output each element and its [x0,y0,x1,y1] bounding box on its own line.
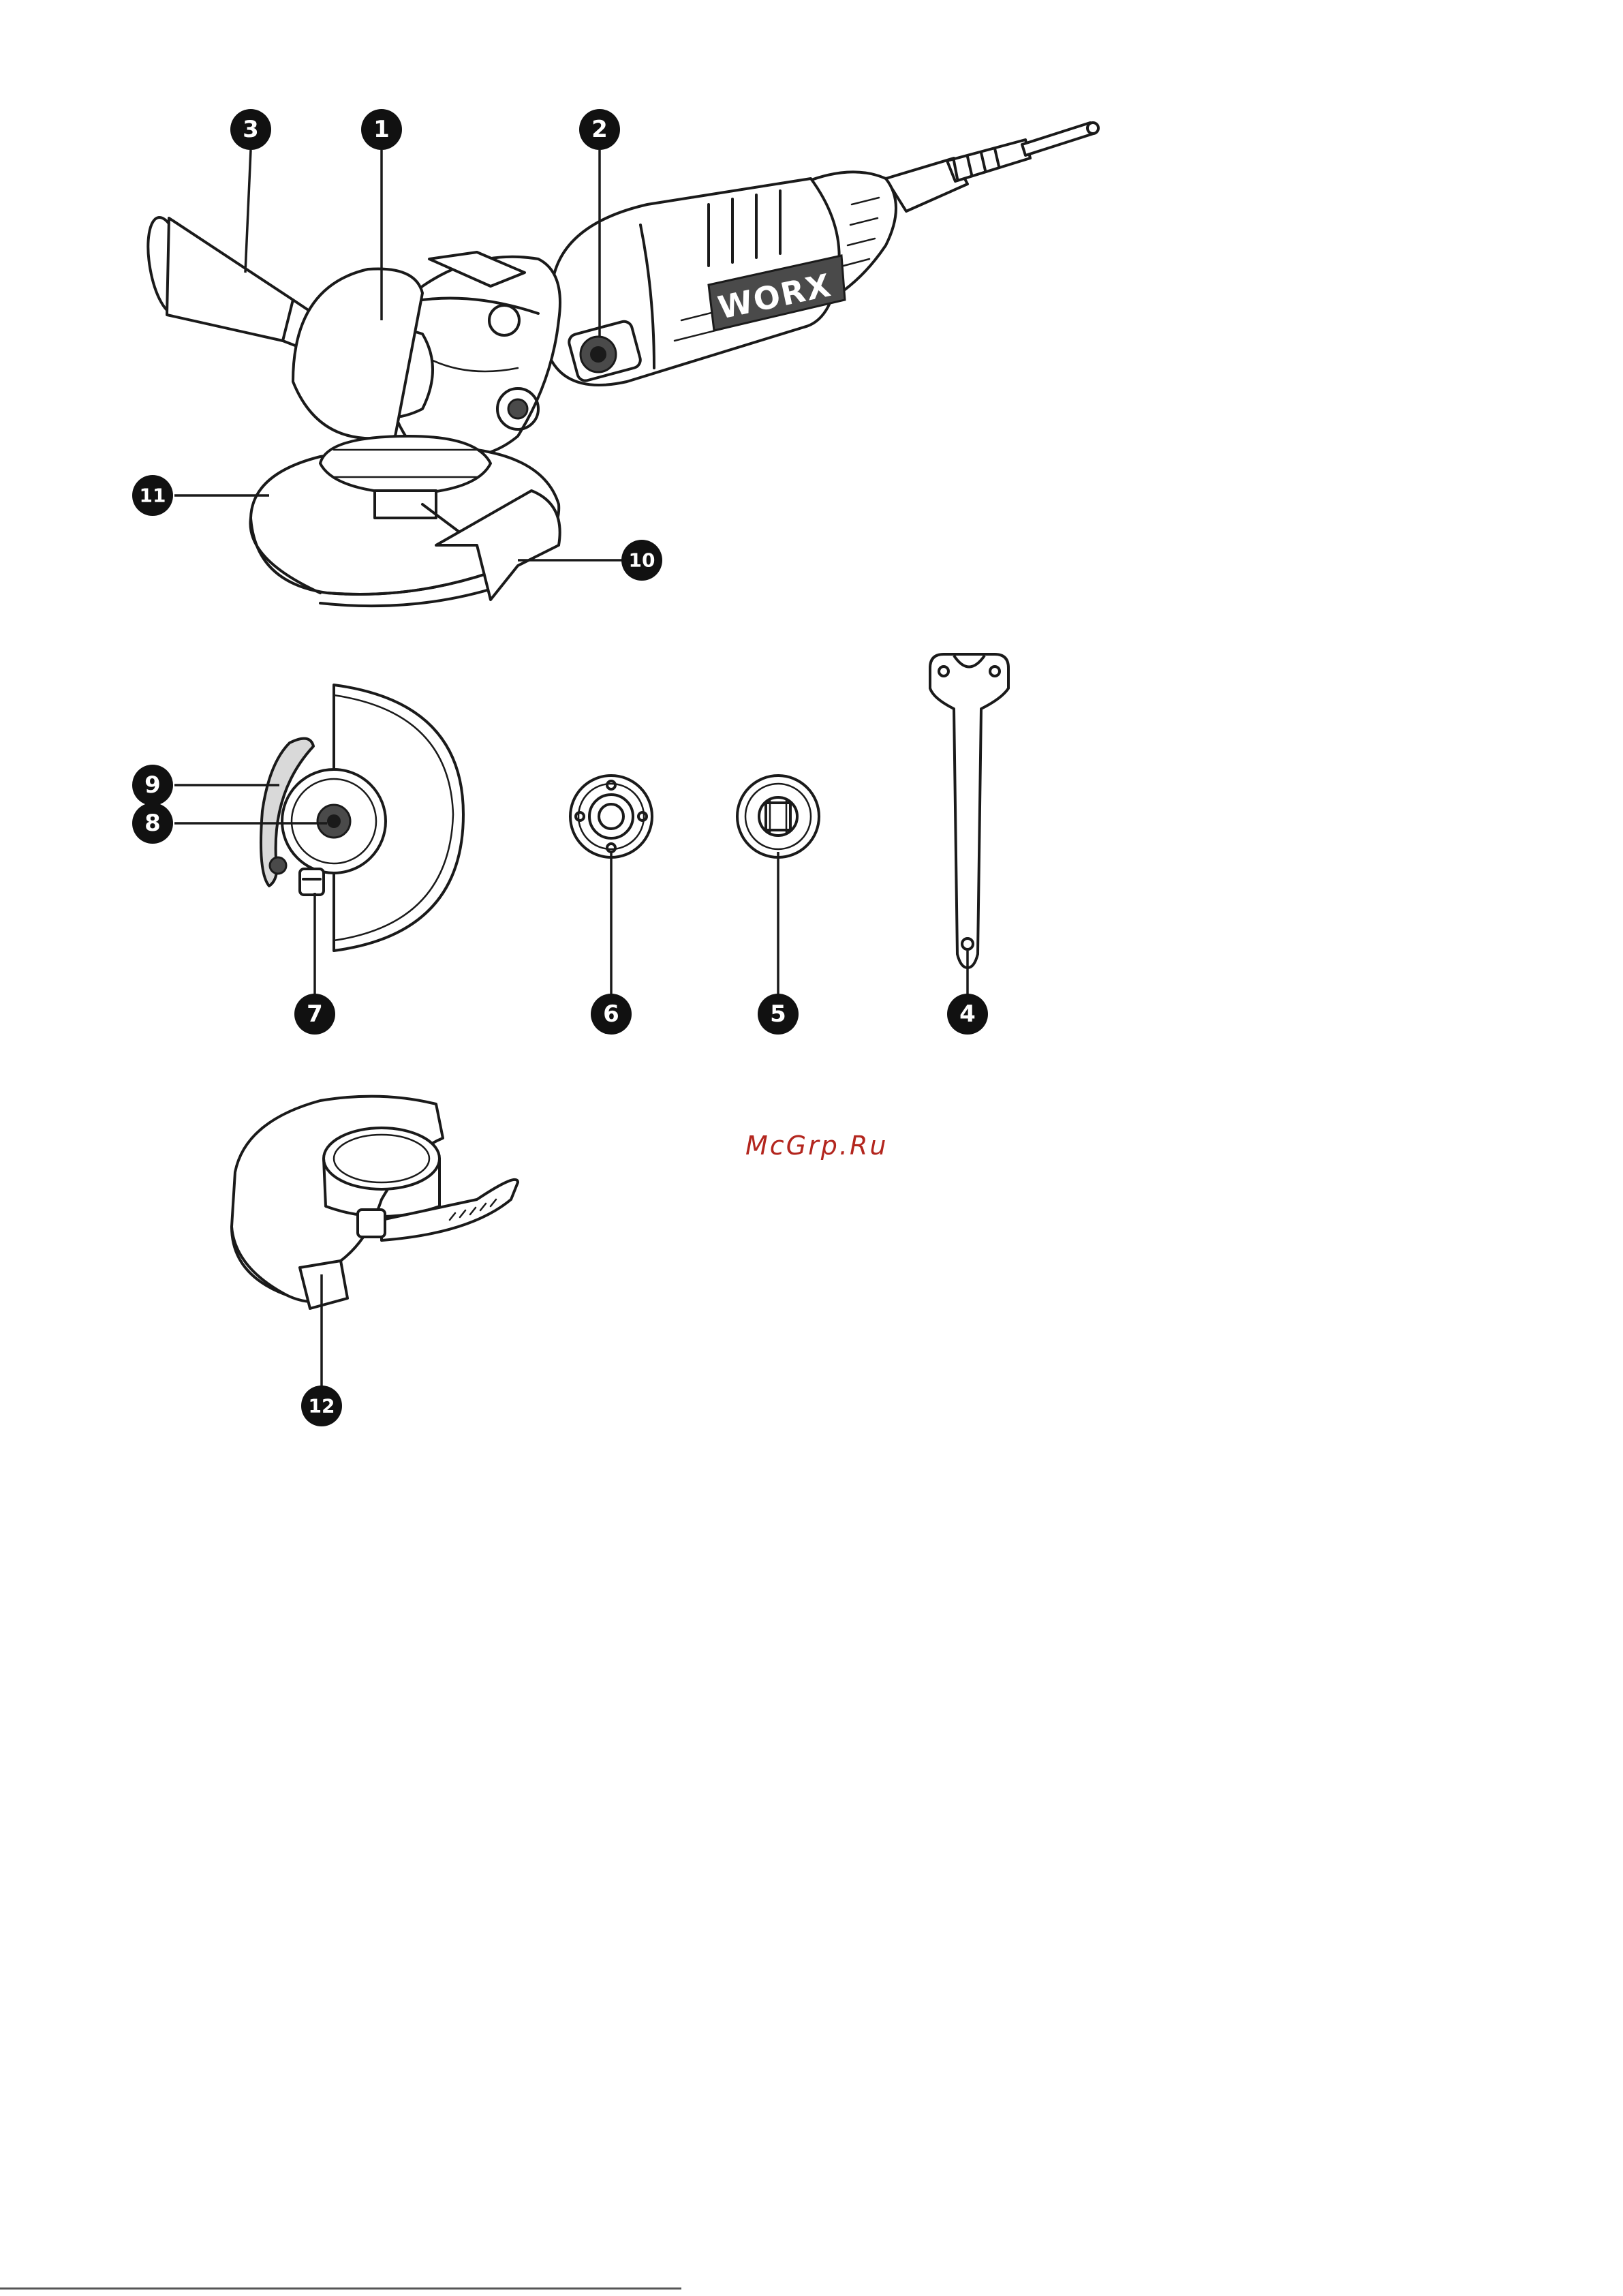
pin-spanner [930,654,1008,968]
cutting-guard-illustration [232,1097,518,1308]
callout-8-label: 8 [144,810,161,837]
guard-assembly-illustration [261,685,463,951]
callout-7-badge: 7 [294,994,335,1035]
callout-1-badge: 1 [361,109,402,150]
callout-8-badge: 8 [132,803,173,844]
callout-6-label: 6 [603,1000,619,1028]
callout-11-label: 11 [140,485,166,507]
callout-1-label: 1 [373,116,390,143]
callout-9-label: 9 [144,771,161,799]
callout-12-label: 12 [309,1395,335,1418]
callout-7-label: 7 [307,1000,323,1028]
callout-5-label: 5 [770,1000,786,1028]
power-cord [886,123,1098,211]
callout-3-badge: 3 [230,109,271,150]
leader-3 [245,150,251,273]
angle-grinder-illustration: WORX [142,123,1098,606]
callout-11-badge: 11 [132,475,173,516]
callout-12-badge: 12 [301,1386,342,1426]
callout-5-badge: 5 [758,994,799,1035]
callout-6-badge: 6 [591,994,632,1035]
callout-4-badge: 4 [947,994,988,1035]
callout-10-label: 10 [629,549,655,572]
callout-9-badge: 9 [132,765,173,806]
callout-4-label: 4 [959,1000,976,1028]
outer-lock-nut [737,776,819,857]
callout-3-label: 3 [243,116,259,143]
watermark: McGrp.Ru [745,1131,888,1161]
callout-10-badge: 10 [621,540,662,581]
callout-2-badge: 2 [579,109,620,150]
callout-2-label: 2 [591,116,608,143]
inner-flange [570,776,652,857]
